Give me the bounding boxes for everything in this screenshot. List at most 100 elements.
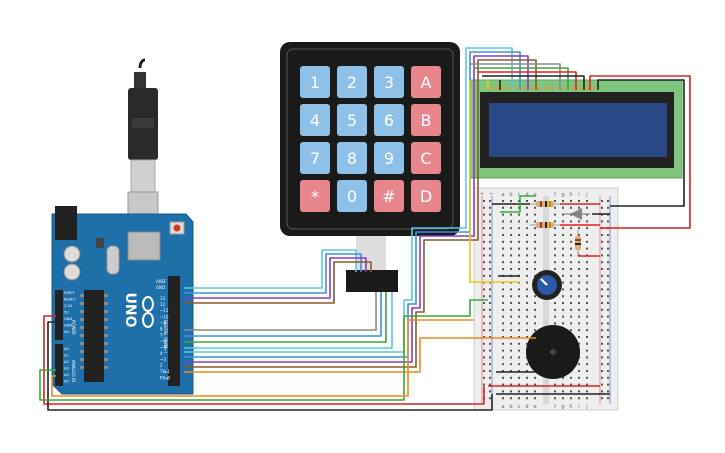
wire-5v xyxy=(43,315,485,405)
resistor-2 xyxy=(530,222,560,228)
key-face[interactable] xyxy=(374,180,404,212)
wire-keypad-3 xyxy=(184,257,367,299)
lcd-pin xyxy=(488,86,491,90)
key-face[interactable] xyxy=(337,180,367,212)
key-face[interactable] xyxy=(374,66,404,98)
keypad-key-6[interactable]: 6 xyxy=(374,104,404,136)
wire-lcd-power xyxy=(589,75,691,229)
usb-cable xyxy=(127,58,159,241)
breadboard-col-label: e xyxy=(533,192,536,198)
key-label: 1 xyxy=(310,73,320,92)
keypad-key-D[interactable]: D xyxy=(411,180,441,212)
analog-section-label: ANALOG IN xyxy=(71,360,76,382)
wire-keypad-4 xyxy=(184,261,372,304)
power-pin-label: GND xyxy=(64,324,72,328)
key-face[interactable] xyxy=(374,104,404,136)
lcd-pin xyxy=(593,86,596,90)
key-face[interactable] xyxy=(411,104,441,136)
wire-bb-2 xyxy=(500,195,536,213)
breadboard-col-label: c xyxy=(518,404,521,410)
key-face[interactable] xyxy=(411,180,441,212)
key-face[interactable] xyxy=(337,66,367,98)
key-face[interactable] xyxy=(300,66,330,98)
key-face[interactable] xyxy=(411,142,441,174)
keypad-key-3[interactable]: 3 xyxy=(374,66,404,98)
rail-minus-label: − xyxy=(489,191,493,197)
wire-keypad-5 xyxy=(184,292,377,331)
microcontroller-chip xyxy=(84,290,104,382)
key-face[interactable] xyxy=(300,104,330,136)
keypad-key-#[interactable]: # xyxy=(374,180,404,212)
wire-keypad-2 xyxy=(184,253,362,294)
lcd-screen xyxy=(489,103,667,157)
analog-pin-label: A0 xyxy=(64,347,69,351)
digital-pin-label: 8 xyxy=(160,327,163,332)
keypad-key-1[interactable]: 1 xyxy=(300,66,330,98)
lcd-pin xyxy=(530,86,533,90)
lcd-pin xyxy=(579,86,582,90)
keypad-key-9[interactable]: 9 xyxy=(374,142,404,174)
keypad-key-4[interactable]: 4 xyxy=(300,104,330,136)
power-pin-label: 3.3V xyxy=(64,304,73,308)
lcd-pin-header xyxy=(488,86,596,90)
keypad-key-C[interactable]: C xyxy=(411,142,441,174)
breadboard-col-label: h xyxy=(569,404,572,410)
digital-pin-label: 13 xyxy=(160,296,166,301)
keypad-key-*[interactable]: * xyxy=(300,180,330,212)
digital-pin-label: ~5 xyxy=(160,345,166,350)
key-face[interactable] xyxy=(300,142,330,174)
key-face[interactable] xyxy=(411,66,441,98)
breadboard-col-label: c xyxy=(518,192,521,198)
board-logo-text: UNO xyxy=(122,293,138,328)
keypad-key-A[interactable]: A xyxy=(411,66,441,98)
breadboard-col-label: a xyxy=(501,192,504,198)
lcd-pin xyxy=(523,86,526,90)
key-face[interactable] xyxy=(337,142,367,174)
resistor-1 xyxy=(530,201,560,207)
wire-keypad-6 xyxy=(184,292,382,337)
wire-buzzer xyxy=(184,337,536,373)
keypad-key-2[interactable]: 2 xyxy=(337,66,367,98)
digital-pin-label: ~10 xyxy=(160,314,169,319)
key-label: # xyxy=(382,187,395,206)
wire-lcd-4 xyxy=(184,59,537,368)
potentiometer xyxy=(532,270,562,300)
breadboard-col-label: g xyxy=(561,192,564,198)
key-label: B xyxy=(421,111,432,130)
keypad-key-8[interactable]: 8 xyxy=(337,142,367,174)
wire-analog-green xyxy=(39,299,488,401)
breadboard-col-label: h xyxy=(569,192,572,198)
wire-keypad-7 xyxy=(184,292,387,343)
analog-pin-label: A1 xyxy=(64,354,69,358)
digital-pin-label: ~3 xyxy=(160,357,166,362)
key-face[interactable] xyxy=(300,180,330,212)
power-pin-label: IOREF xyxy=(64,291,75,295)
breadboard-col-label: d xyxy=(525,192,528,198)
keypad-key-5[interactable]: 5 xyxy=(337,104,367,136)
digital-pin-label: RX◂0 xyxy=(160,375,171,380)
keypad-connector xyxy=(346,270,398,292)
power-pin-label: Vin xyxy=(64,330,70,334)
keypad-key-7[interactable]: 7 xyxy=(300,142,330,174)
key-face[interactable] xyxy=(337,104,367,136)
key-label: D xyxy=(420,187,432,206)
key-label: C xyxy=(420,149,431,168)
resistor-3 xyxy=(575,230,581,256)
digital-pin-label: 12 xyxy=(160,302,166,307)
digital-pin-label: ~9 xyxy=(160,320,166,325)
digital-header xyxy=(168,276,180,386)
key-label: 8 xyxy=(347,149,357,168)
keypad-key-B[interactable]: B xyxy=(411,104,441,136)
power-pin-label: RESET xyxy=(64,298,76,302)
key-face[interactable] xyxy=(374,142,404,174)
keypad-key-0[interactable]: 0 xyxy=(337,180,367,212)
piezo-buzzer xyxy=(526,325,580,379)
key-label: 9 xyxy=(384,149,394,168)
lcd-pin xyxy=(502,86,505,90)
breadboard-col-label: f xyxy=(554,192,556,198)
key-label: 4 xyxy=(310,111,320,130)
wire-lcd-ground xyxy=(597,79,685,207)
